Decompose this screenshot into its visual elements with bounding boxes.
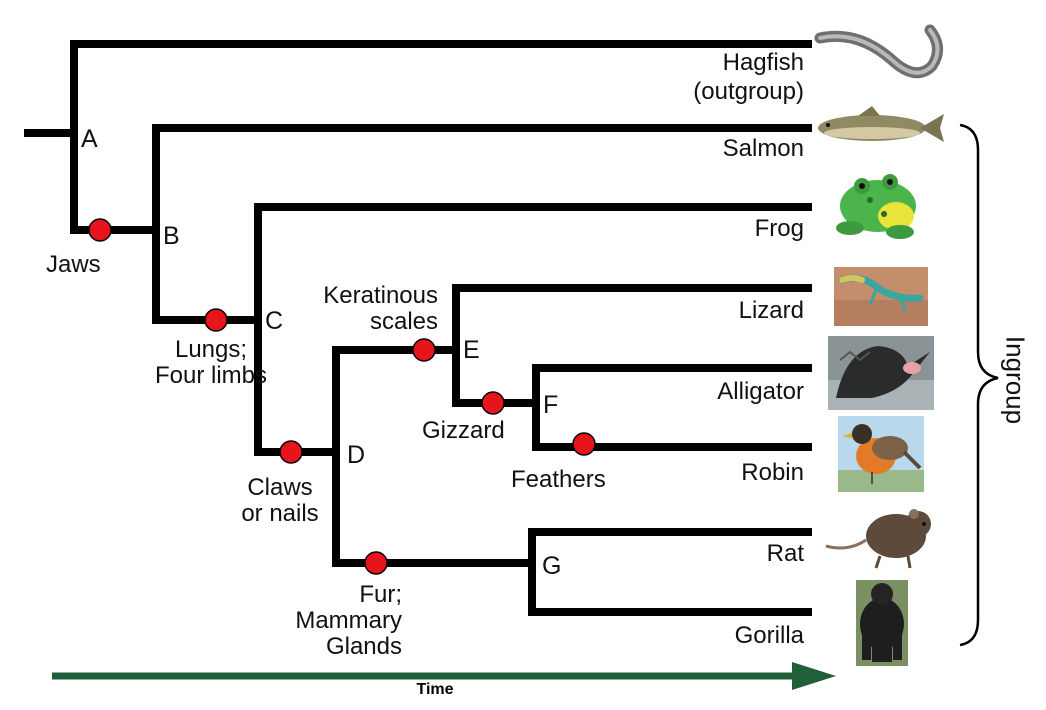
trait-fur: Fur; <box>359 581 402 608</box>
trait-lungs: Lungs; <box>174 336 248 363</box>
taxon-hagfish-note: (outgroup) <box>693 78 804 105</box>
gizzard-marker <box>481 391 505 415</box>
trait-mammary: Mammary <box>295 607 402 634</box>
trait-keratinous: Keratinous <box>323 282 438 309</box>
trait-four-limbs: Four limbs <box>154 362 268 389</box>
trait-jaws: Jaws <box>46 251 101 278</box>
trait-feathers: Feathers <box>511 466 606 493</box>
claws-marker <box>279 440 303 464</box>
ingroup-label: Ingroup <box>1000 335 1031 425</box>
time-label: Time <box>416 681 454 698</box>
fur-marker <box>364 551 388 575</box>
trait-glands: Glands <box>325 633 402 660</box>
trait-claws: Claws <box>247 474 313 501</box>
frog-icon <box>836 174 916 239</box>
trait-keratinous-scales: Keratinous scales <box>290 283 438 335</box>
node-c-label: C <box>265 307 284 335</box>
node-b-label: B <box>163 222 180 250</box>
taxon-frog: Frog <box>754 215 804 242</box>
salmon-icon <box>818 106 944 142</box>
trait-lungs-limbs: Lungs; Four limbs <box>150 337 272 389</box>
alligator-icon <box>828 336 934 410</box>
trait-or-nails: or nails <box>241 500 319 527</box>
time-arrow <box>52 662 836 690</box>
taxon-robin: Robin <box>741 459 804 486</box>
node-g-label: G <box>542 552 562 580</box>
node-f-label: F <box>543 391 559 419</box>
tree-branches <box>24 40 812 616</box>
robin-icon <box>838 416 924 492</box>
taxon-hagfish: Hagfish (outgroup) <box>640 48 804 106</box>
trait-fur-mammary: Fur; Mammary Glands <box>260 582 402 660</box>
keratin-marker <box>412 338 436 362</box>
taxon-lizard: Lizard <box>738 297 804 324</box>
jaws-marker <box>88 218 112 242</box>
rat-icon <box>825 509 931 569</box>
taxon-gorilla: Gorilla <box>734 622 804 649</box>
gorilla-icon <box>856 580 908 666</box>
taxon-alligator: Alligator <box>717 378 804 405</box>
taxon-rat: Rat <box>766 540 804 567</box>
node-d-label: D <box>347 441 366 469</box>
ingroup-brace <box>959 123 999 647</box>
taxon-salmon: Salmon <box>722 135 804 162</box>
node-e-label: E <box>463 336 480 364</box>
feathers-marker <box>572 432 596 456</box>
hagfish-icon <box>814 24 943 79</box>
lungs-marker <box>204 308 228 332</box>
trait-scales: scales <box>369 308 438 335</box>
trait-gizzard: Gizzard <box>422 417 505 444</box>
trait-claws-nails: Claws or nails <box>230 475 330 527</box>
taxon-hagfish-name: Hagfish <box>722 49 804 76</box>
lizard-icon <box>834 267 928 326</box>
node-a-label: A <box>81 125 98 153</box>
